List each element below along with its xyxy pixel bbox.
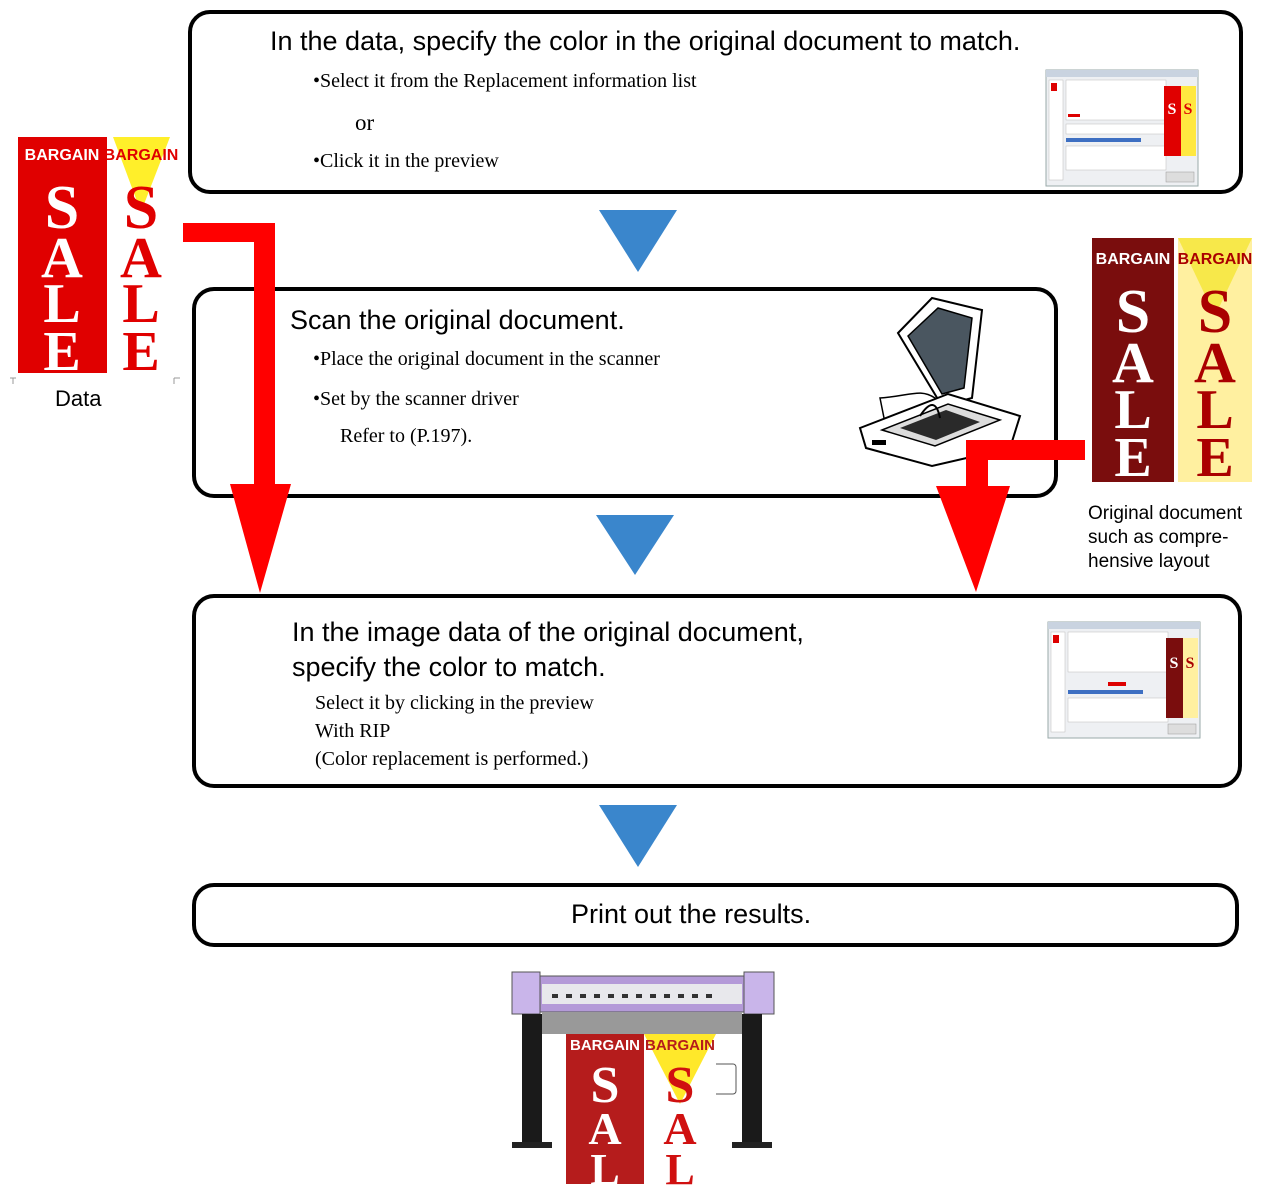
step-arrow-3 — [599, 805, 677, 867]
original-document-banner: BARGAIN BARGAIN S A L E S A L E — [1092, 238, 1253, 489]
step3-line-replacement: (Color replacement is performed.) — [315, 748, 589, 770]
step3-line-rip: With RIP — [315, 720, 391, 742]
svg-text:BARGAIN: BARGAIN — [1096, 251, 1171, 268]
svg-text:BARGAIN: BARGAIN — [25, 147, 100, 164]
original-flow-arrow — [936, 440, 1085, 592]
svg-text:E: E — [1196, 427, 1233, 489]
step1-bullet-select: •Select it from the Replacement informat… — [313, 70, 697, 92]
svg-text:A: A — [1112, 330, 1154, 395]
svg-text:BARGAIN: BARGAIN — [570, 1037, 640, 1054]
step1-title: In the data, specify the color in the or… — [270, 26, 1021, 56]
svg-text:S: S — [124, 174, 158, 242]
svg-text:BARGAIN: BARGAIN — [645, 1037, 715, 1054]
step4-title: Print out the results. — [571, 899, 812, 929]
original-label-line3: hensive layout — [1088, 551, 1210, 572]
data-label: Data — [55, 386, 102, 411]
data-flow-arrow — [183, 223, 291, 593]
step1-bullet-click: •Click it in the preview — [313, 150, 499, 172]
svg-text:L: L — [1196, 379, 1233, 441]
svg-text:S: S — [1198, 278, 1232, 346]
svg-text:E: E — [43, 321, 80, 383]
svg-text:S: S — [45, 174, 79, 242]
printer-illustration: BARGAIN BARGAIN S A L S A L — [511, 971, 775, 1189]
svg-text:E: E — [1114, 427, 1151, 489]
step3-title-line2: specify the color to match. — [292, 652, 606, 682]
svg-text:BARGAIN: BARGAIN — [1178, 251, 1253, 268]
step4-box — [192, 883, 1239, 947]
software-screenshot-thumbnail-2: S S — [1047, 621, 1201, 739]
svg-text:S: S — [666, 1057, 695, 1114]
step2-title: Scan the original document. — [290, 305, 625, 335]
step2-bullet-place: •Place the original document in the scan… — [313, 348, 660, 370]
original-document-label: Original document such as compre- hensiv… — [1088, 502, 1242, 574]
svg-text:S: S — [1186, 655, 1195, 672]
data-sale-banner: BARGAIN BARGAIN S A L E S A L E — [10, 137, 180, 384]
original-label-line1: Original document — [1088, 503, 1243, 524]
step2-bullet-driver: •Set by the scanner driver — [313, 388, 519, 410]
svg-text:A: A — [1194, 330, 1236, 395]
svg-text:S: S — [1184, 101, 1193, 118]
svg-text:A: A — [663, 1103, 696, 1154]
svg-text:L: L — [1114, 379, 1151, 441]
svg-text:E: E — [122, 321, 159, 383]
svg-text:L: L — [122, 273, 159, 335]
step3-line-select: Select it by clicking in the preview — [315, 692, 594, 714]
step3-title-line1: In the image data of the original docume… — [292, 617, 804, 647]
svg-text:S: S — [1168, 101, 1177, 118]
step1-or: or — [355, 110, 375, 135]
step-arrow-2 — [596, 515, 674, 575]
svg-text:S: S — [1170, 655, 1179, 672]
step-arrow-1 — [599, 210, 677, 272]
original-label-line2: such as compre- — [1088, 527, 1229, 548]
svg-text:L: L — [590, 1145, 619, 1189]
svg-text:L: L — [665, 1145, 694, 1189]
step2-reference: Refer to (P.197). — [340, 425, 473, 447]
svg-text:S: S — [1116, 278, 1150, 346]
svg-text:A: A — [588, 1103, 621, 1154]
software-screenshot-thumbnail-1: S S — [1045, 69, 1199, 187]
svg-text:A: A — [41, 225, 83, 290]
svg-text:L: L — [43, 273, 80, 335]
svg-text:A: A — [120, 225, 162, 290]
svg-text:BARGAIN: BARGAIN — [104, 147, 179, 164]
svg-text:S: S — [591, 1057, 620, 1114]
